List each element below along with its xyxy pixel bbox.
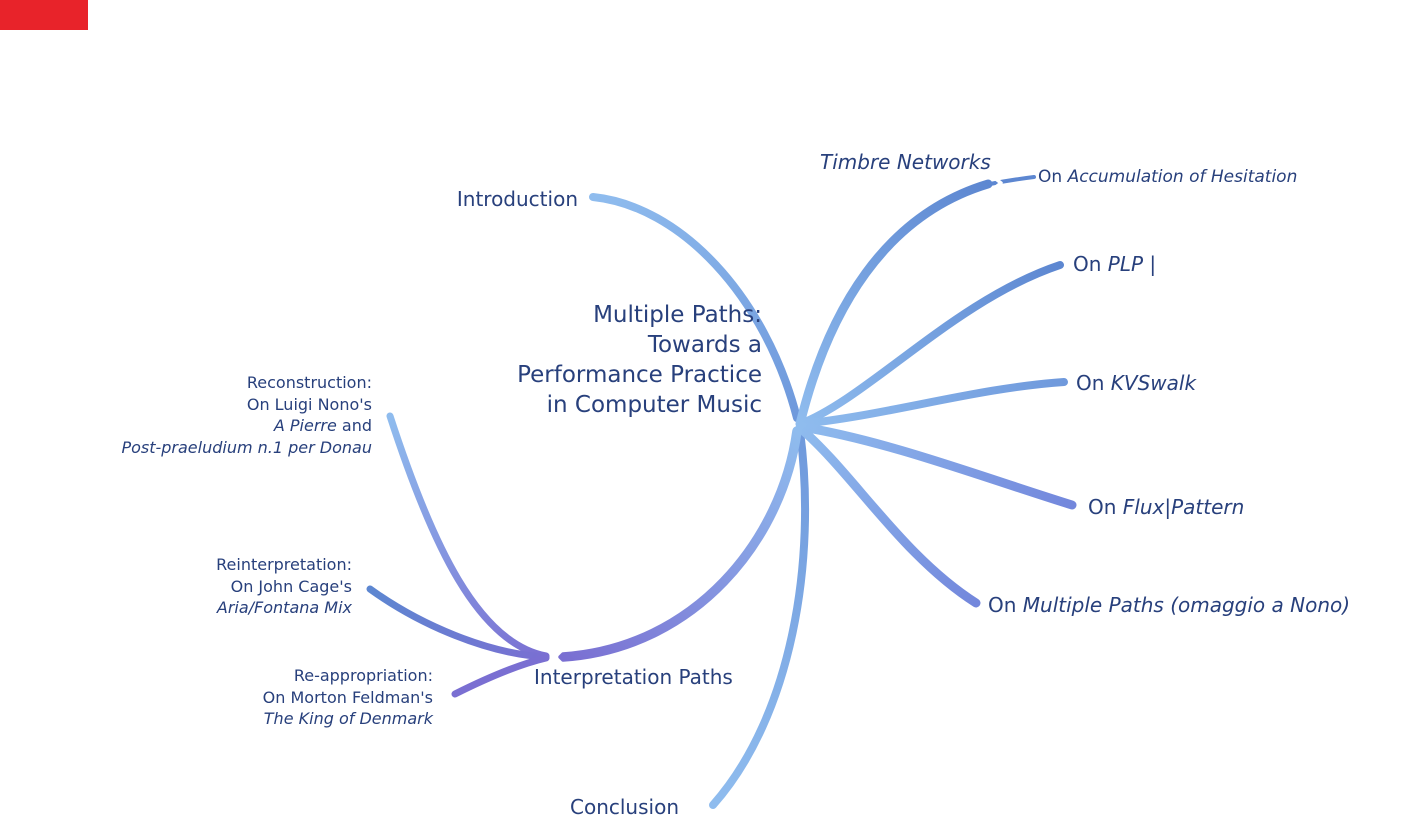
node-work-title: Multiple Paths (omaggio a Nono): [1022, 593, 1351, 617]
line-italic-text: Aria/Fontana Mix: [216, 598, 352, 617]
node-accumulation[interactable]: On Accumulation of Hesitation: [1038, 166, 1297, 188]
line-italic-text: The King of Denmark: [263, 709, 433, 728]
node-line: Reconstruction:: [79, 372, 372, 394]
hub-collapse-chevron-icon[interactable]: [747, 415, 760, 437]
node-line: Post-praeludium n.1 per Donau: [79, 437, 372, 459]
node-omaggio[interactable]: On Multiple Paths (omaggio a Nono): [988, 592, 1350, 618]
node-reappropriation[interactable]: Re-appropriation: On Morton Feldman's Th…: [179, 665, 433, 730]
node-prefix: On: [988, 593, 1023, 617]
node-line: On Luigi Nono's: [79, 394, 372, 416]
node-interpretation-paths[interactable]: Interpretation Paths: [534, 664, 733, 690]
link-kvswalk: [796, 378, 1068, 428]
node-plp[interactable]: On PLP |: [1073, 251, 1156, 277]
node-prefix: On: [1076, 371, 1111, 395]
link-interpretation: [558, 426, 802, 662]
line-italic-text: A Pierre: [273, 416, 337, 435]
timbre-collapse-chevron-icon[interactable]: [990, 174, 1003, 192]
link-reconstruction: [386, 412, 550, 660]
link-introduction: [589, 193, 801, 422]
node-label: Introduction: [456, 187, 578, 211]
node-line: Reinterpretation:: [119, 554, 352, 576]
node-line: A Pierre and: [79, 415, 372, 437]
node-reinterpretation[interactable]: Reinterpretation: On John Cage's Aria/Fo…: [119, 554, 352, 619]
node-line: The King of Denmark: [179, 708, 433, 730]
node-label: Timbre Networks: [820, 150, 991, 174]
line-text: Re-appropriation:: [293, 666, 433, 685]
interpretation-collapse-chevron-icon[interactable]: [553, 647, 565, 667]
root-title-line: in Computer Music: [546, 392, 762, 418]
node-conclusion[interactable]: Conclusion: [570, 794, 679, 820]
node-work-title: Flux|Pattern: [1122, 495, 1245, 519]
node-prefix: On: [1088, 495, 1123, 519]
root-title-line: Performance Practice: [517, 362, 762, 388]
node-prefix: On: [1073, 252, 1108, 276]
node-reconstruction[interactable]: Reconstruction: On Luigi Nono's A Pierre…: [79, 372, 372, 458]
node-work-title: Accumulation of Hesitation: [1067, 167, 1298, 187]
node-line: Re-appropriation:: [179, 665, 433, 687]
node-line: Aria/Fontana Mix: [119, 597, 352, 619]
root-title-line: Multiple Paths:: [593, 302, 762, 328]
node-kvswalk[interactable]: On KVSwalk: [1076, 370, 1196, 396]
line-text: Reinterpretation:: [216, 555, 352, 574]
link-timbre-networks: [795, 179, 993, 429]
node-label: Interpretation Paths: [534, 665, 733, 689]
node-line: On John Cage's: [119, 576, 352, 598]
line-text: On John Cage's: [230, 576, 352, 596]
line-text: and: [336, 416, 372, 435]
node-line: On Morton Feldman's: [179, 687, 433, 709]
link-reappropriation: [451, 654, 550, 698]
line-text: Reconstruction:: [246, 373, 372, 392]
root-title-line: Towards a: [647, 332, 762, 358]
node-root[interactable]: Multiple Paths: Towards a Performance Pr…: [430, 300, 762, 420]
node-work-title: KVSwalk: [1110, 371, 1197, 395]
node-work-title: PLP |: [1107, 252, 1157, 276]
link-plp: [796, 261, 1064, 428]
node-timbre-networks[interactable]: Timbre Networks: [820, 149, 991, 175]
link-omaggio: [795, 423, 981, 608]
line-text: On Morton Feldman's: [262, 687, 433, 707]
link-accumulation: [988, 175, 1036, 186]
red-flag: [0, 0, 88, 30]
link-conclusion: [709, 427, 810, 809]
node-label: Conclusion: [570, 795, 679, 819]
link-reinterpretation: [366, 585, 550, 661]
node-prefix: On: [1038, 167, 1068, 187]
line-italic-text: Post-praeludium n.1 per Donau: [121, 437, 372, 457]
line-text: On Luigi Nono's: [246, 394, 372, 414]
link-flux-pattern: [797, 422, 1077, 510]
node-flux-pattern[interactable]: On Flux|Pattern: [1088, 494, 1244, 520]
node-introduction[interactable]: Introduction: [398, 186, 578, 212]
